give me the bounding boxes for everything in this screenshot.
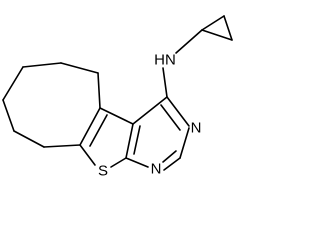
cycloheptane-ring <box>2 62 101 148</box>
atom-label-nh: HN <box>154 52 176 69</box>
thiophene-ring <box>79 107 134 168</box>
bond-cyclopropyl-nh <box>175 29 203 54</box>
atom-label-n-top: N <box>191 120 202 137</box>
atom-label-s: S <box>98 163 108 180</box>
cyclopropyl-ring <box>201 15 233 41</box>
pyrimidine-ring <box>125 96 190 171</box>
bond-nh-c4 <box>162 67 168 98</box>
atom-label-n-bottom: N <box>151 161 162 178</box>
chemical-structure-diagram: HN N N S <box>2 15 233 180</box>
